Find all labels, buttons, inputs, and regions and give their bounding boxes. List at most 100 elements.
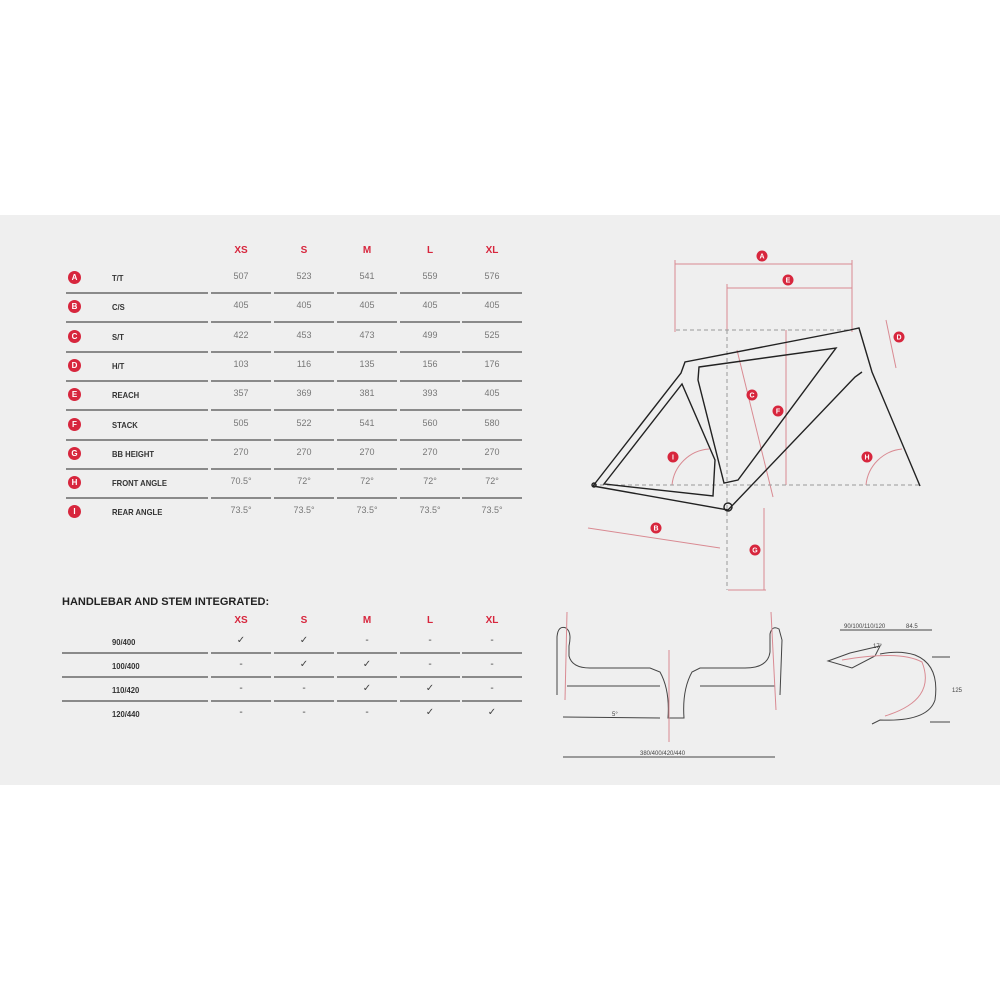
row-divider — [400, 379, 460, 382]
bar-reach-dim: 84.5 — [906, 624, 918, 630]
row-divider — [211, 676, 271, 678]
dash-mark: - — [239, 659, 243, 670]
size-header: XL — [485, 615, 499, 626]
row-divider — [462, 321, 522, 324]
diagram-badge-e: E — [782, 274, 794, 286]
dash-mark: - — [490, 683, 494, 694]
svg-text:E: E — [786, 278, 791, 285]
geometry-value: 505 — [233, 417, 249, 428]
geometry-value: 405 — [484, 300, 500, 311]
check-icon: ✓ — [299, 635, 309, 646]
diagram-badge-f: F — [772, 405, 784, 417]
geometry-value: 405 — [296, 300, 312, 311]
size-header: XS — [234, 245, 248, 256]
check-icon: ✓ — [487, 707, 497, 718]
geometry-value: 73.5° — [481, 505, 503, 516]
stem-size-label: 110/420 — [112, 685, 140, 695]
row-divider — [274, 409, 334, 412]
row-divider — [274, 379, 334, 382]
geometry-value: 70.5° — [230, 476, 252, 487]
row-divider — [400, 292, 460, 294]
geometry-value: 473 — [359, 329, 375, 340]
row-divider — [400, 409, 460, 412]
geometry-label: H/T — [112, 360, 125, 371]
badge-d: D — [68, 358, 81, 372]
row-divider — [211, 652, 271, 654]
stem-size-label: 90/400 — [112, 637, 136, 647]
diagram-badge-g: G — [749, 544, 761, 556]
badge-c: C — [68, 329, 81, 343]
badge-f: F — [68, 417, 81, 431]
dash-mark: - — [302, 707, 306, 718]
row-divider — [400, 497, 460, 500]
check-icon: ✓ — [425, 683, 435, 694]
row-divider — [211, 321, 271, 324]
bar-flare-dim: 5° — [612, 712, 618, 718]
geometry-value: 72° — [360, 476, 374, 487]
check-icon: ✓ — [362, 659, 372, 670]
geometry-value: 369 — [296, 388, 312, 399]
geometry-label: S/T — [112, 331, 124, 342]
row-divider — [337, 321, 397, 324]
row-divider — [211, 409, 271, 412]
dash-mark: - — [428, 635, 432, 646]
row-divider — [337, 379, 397, 382]
geometry-value: 72° — [297, 476, 311, 487]
bar-drop-dim: 125 — [952, 688, 963, 694]
row-divider — [211, 700, 271, 702]
geometry-value: 156 — [422, 358, 438, 369]
check-icon: ✓ — [299, 659, 309, 670]
badge-g: G — [68, 446, 81, 460]
geometry-value: 270 — [484, 446, 500, 457]
geometry-value: 72° — [485, 476, 499, 487]
geometry-value: 73.5° — [356, 505, 378, 516]
geometry-value: 453 — [296, 329, 312, 340]
geometry-value: 507 — [233, 271, 249, 281]
geometry-value: 116 — [296, 358, 312, 369]
geometry-value: 522 — [296, 417, 312, 428]
row-divider — [66, 409, 208, 412]
row-divider — [400, 700, 460, 702]
geometry-label: REACH — [112, 390, 140, 401]
row-divider — [274, 292, 334, 294]
stem-size-label: 100/400 — [112, 661, 140, 671]
geometry-value: 270 — [359, 446, 375, 457]
geometry-value: 576 — [484, 271, 500, 281]
row-divider — [400, 438, 460, 441]
row-divider — [274, 652, 334, 654]
svg-text:G: G — [752, 548, 758, 555]
bar-width-dim: 380/400/420/440 — [640, 751, 686, 757]
size-header: M — [362, 615, 372, 626]
row-divider — [66, 379, 208, 382]
row-divider — [462, 379, 522, 382]
geometry-value: 381 — [359, 388, 375, 399]
diagram-badge-b: B — [650, 522, 662, 534]
badge-e: E — [68, 388, 81, 402]
check-icon: ✓ — [425, 707, 435, 718]
row-divider — [462, 438, 522, 441]
row-divider — [462, 652, 522, 654]
row-divider — [274, 438, 334, 441]
geometry-value: 270 — [422, 446, 438, 457]
row-divider — [337, 467, 397, 470]
geometry-value: 523 — [296, 271, 312, 281]
geometry-label: FRONT ANGLE — [112, 478, 167, 489]
row-divider — [462, 676, 522, 678]
size-header: S — [300, 245, 308, 256]
row-divider — [337, 652, 397, 654]
row-divider — [462, 700, 522, 702]
size-header: S — [300, 615, 308, 626]
dash-mark: - — [490, 635, 494, 646]
diagram-badge-h: H — [861, 451, 873, 463]
row-divider — [62, 652, 208, 654]
stem-size-label: 120/440 — [112, 709, 140, 719]
row-divider — [211, 350, 271, 353]
dash-mark: - — [428, 659, 432, 670]
row-divider — [66, 350, 208, 353]
row-divider — [337, 409, 397, 412]
row-divider — [462, 350, 522, 353]
row-divider — [66, 438, 208, 441]
row-divider — [274, 350, 334, 353]
row-divider — [66, 467, 208, 470]
